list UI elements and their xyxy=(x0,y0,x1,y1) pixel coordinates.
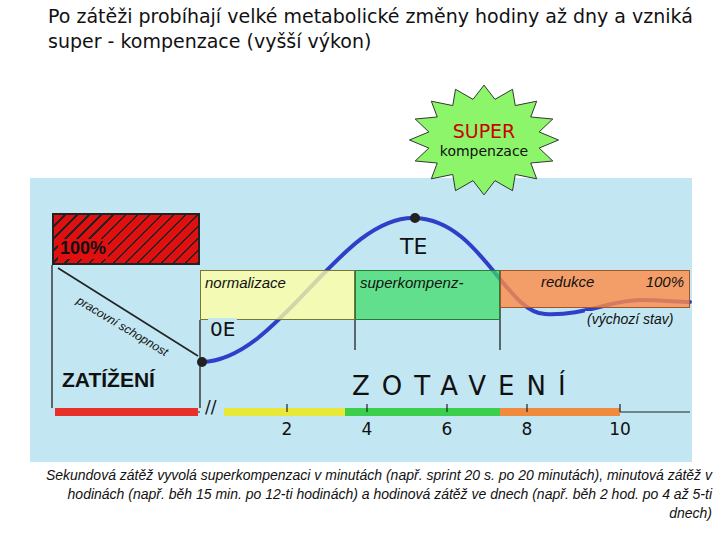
box-text: SUPER xyxy=(453,120,516,143)
axis-number: 8 xyxy=(520,420,535,440)
box-text: superkompenz- xyxy=(360,274,463,292)
point-label: TE xyxy=(398,234,429,259)
load-box: 100% xyxy=(52,213,200,265)
box-text: 100% xyxy=(646,273,684,291)
capacity-label: pracovní schopnost xyxy=(72,293,172,360)
box-text: 100% xyxy=(58,239,108,259)
title-text: Po zátěži probíhají velké metabolické zm… xyxy=(48,4,716,54)
phase-label: ZOTAVENÍ xyxy=(350,372,580,402)
reduction-band: redukce 100% xyxy=(500,270,690,308)
supercompensation-star: SUPERkompenzace xyxy=(408,84,560,196)
state-note: (výchozí stav) xyxy=(585,311,677,327)
axis-number: 2 xyxy=(280,420,295,440)
curve-point xyxy=(410,213,420,223)
box-text: kompenzace xyxy=(440,143,528,160)
point-label: 0E xyxy=(208,318,237,341)
box-text: redukce xyxy=(541,273,594,291)
background-panel xyxy=(30,178,692,462)
normalization-band: normalizace xyxy=(200,270,355,320)
axis-number: 4 xyxy=(360,420,375,440)
box-text: normalizace xyxy=(205,274,286,292)
axis-number: 6 xyxy=(440,420,455,440)
caption-text: Sekundová zátěž vyvolá superkompenzaci v… xyxy=(40,466,712,523)
time-axis xyxy=(55,404,690,416)
phase-label: ZATÍŽENÍ xyxy=(60,368,157,392)
curve-point xyxy=(197,357,207,367)
starburst-outline xyxy=(410,85,559,195)
performance-curve xyxy=(202,218,690,362)
axis-number: 10 xyxy=(607,420,633,440)
supercompensation-band: superkompenz- xyxy=(355,270,500,320)
axis-break: // xyxy=(203,398,218,418)
